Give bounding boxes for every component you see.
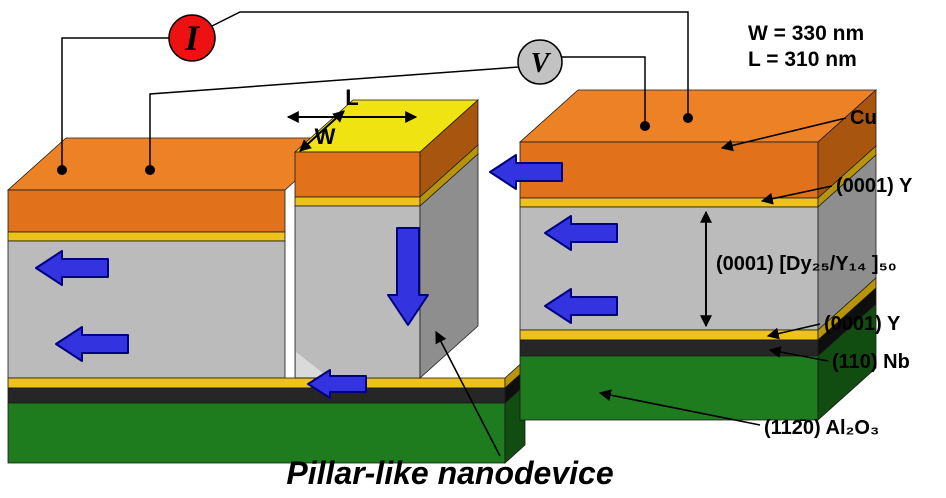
substrate-leader-arrow (598, 389, 761, 426)
pillar-multilayer-side (419, 153, 479, 379)
right-cu-front (519, 141, 819, 199)
substrate-y-layer-front (7, 377, 506, 389)
voltmeter: V (517, 39, 563, 85)
pillar-leader-arrow (435, 330, 501, 457)
current-flow-arrows (35, 154, 618, 399)
substrate-nb-front (7, 387, 506, 404)
nb-leader-arrow (768, 346, 829, 362)
voltmeter-circle (517, 39, 563, 85)
wire-current-right (211, 11, 689, 114)
annotation-leaders (435, 117, 847, 457)
contact-dot-current-left (57, 165, 67, 175)
cu-leader-arrow (720, 117, 847, 152)
width-note: W = 330 nm (748, 22, 864, 45)
current-arrow-left-lower (55, 326, 129, 362)
wire-voltage-left (149, 66, 520, 166)
voltmeter-label: V (531, 48, 552, 79)
pillar-chipped-corner (296, 352, 328, 377)
ammeter-circle (168, 14, 216, 62)
width-dimension-arrow (299, 110, 345, 152)
contact-dot-voltage-right (640, 121, 650, 131)
left-cu-front (7, 189, 286, 233)
figure-caption: Pillar-like nanodevice (286, 455, 613, 491)
cu-label: Cu (850, 107, 877, 129)
text-annotations: W = 330 nm L = 310 nm Cu (0001) Y (0001)… (286, 22, 913, 491)
right-cu-top-face (518, 89, 878, 143)
substrate-label: (112̄0) Al₂O₃ (764, 417, 879, 439)
length-short-label: L (345, 85, 358, 110)
current-arrow-right-lower (544, 288, 618, 324)
y-top-label: (0001) Y (836, 175, 913, 197)
right-green-front (519, 355, 819, 421)
dimension-markers: L W (286, 85, 712, 328)
pillar-y-layer-front (294, 196, 421, 207)
multilayer-label: (0001) [Dy₂₅/Y₁₄ ]₅₀ (716, 253, 897, 275)
wire-voltage-right (562, 56, 646, 122)
y-bottom-leader-arrow (766, 323, 821, 340)
left-cu-top-face (6, 137, 345, 191)
substrate-green-front (7, 402, 506, 464)
current-arrow-pillar-bottom (307, 369, 367, 399)
contact-dot-voltage-left (145, 165, 155, 175)
current-arrow-into-pillar-top (489, 154, 563, 190)
pillar-cu-front (294, 151, 421, 198)
ammeter-label: I (184, 18, 201, 58)
contact-dot-current-right (683, 113, 693, 123)
wire-current-left (61, 37, 169, 166)
current-arrow-right-upper (544, 215, 618, 251)
nb-label: (110) Nb (832, 351, 910, 373)
pillar-nanodevice-block (293, 99, 480, 379)
width-short-label: W (315, 124, 336, 149)
ammeter: I (168, 14, 216, 62)
right-nb-front (519, 339, 819, 357)
measurement-wiring (57, 11, 693, 175)
y-top-leader-arrow (760, 185, 833, 205)
left-y-layer-front (7, 231, 286, 242)
current-arrow-left-upper (35, 250, 109, 286)
current-arrow-pillar-down (387, 227, 429, 326)
length-note: L = 310 nm (748, 48, 857, 71)
right-green-side (817, 303, 877, 421)
y-bottom-label: (0001) Y (824, 313, 901, 335)
